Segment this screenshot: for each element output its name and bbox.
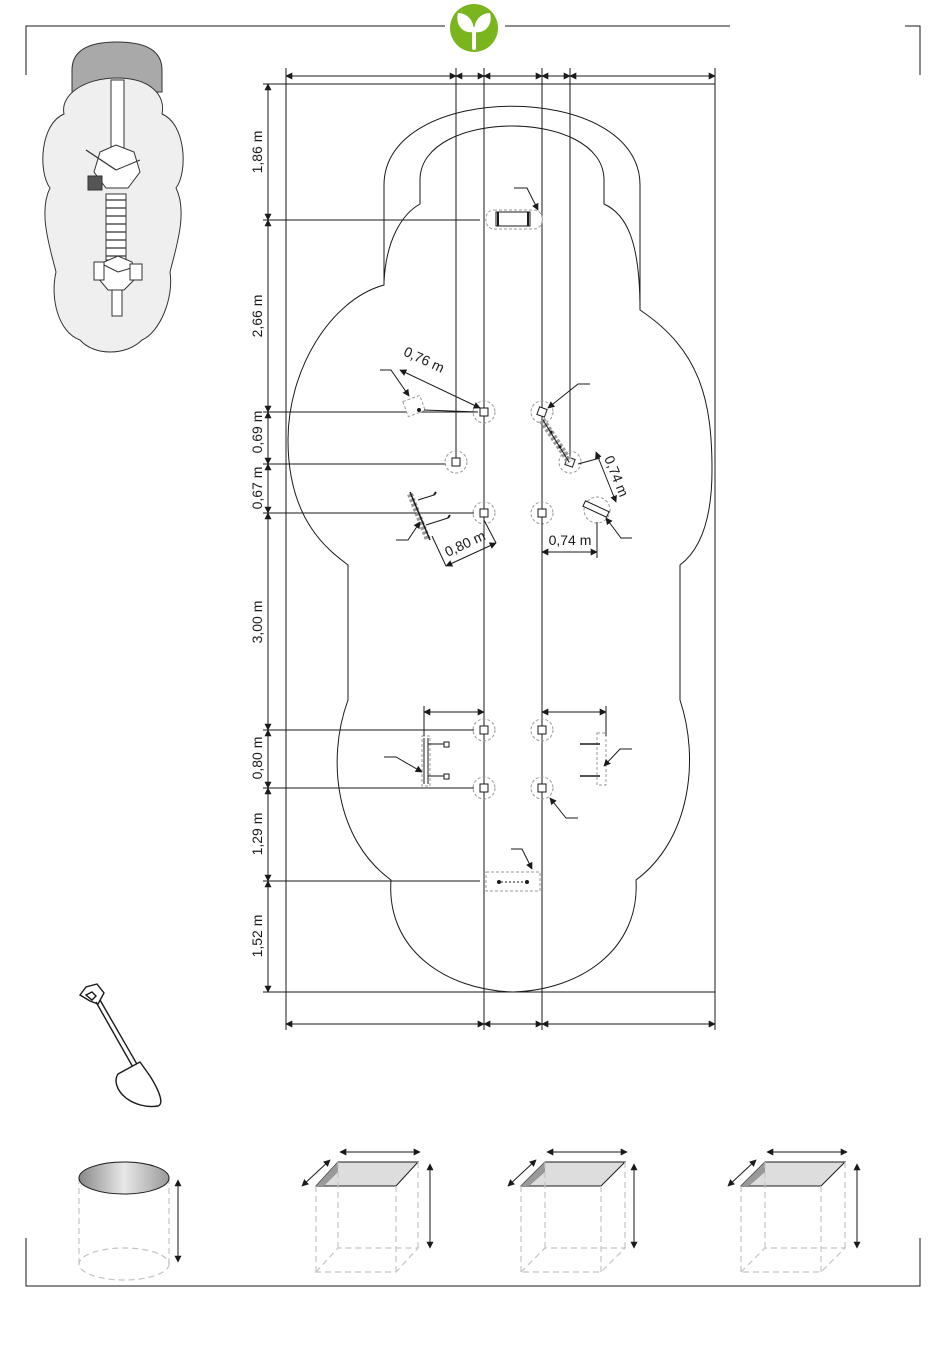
slide-exit-footing bbox=[486, 188, 542, 229]
panel-footing-upper-left bbox=[380, 370, 480, 417]
post-footings-upper bbox=[445, 401, 581, 524]
dim-label-v4: 0,67 m bbox=[249, 467, 265, 510]
dim-label-v8: 1,52 m bbox=[249, 915, 265, 958]
square-footing-icon bbox=[508, 1152, 634, 1272]
ladder-element-lower-left bbox=[384, 706, 484, 786]
climb-bar-upper-right bbox=[542, 384, 616, 502]
dim-label-angled-1: 0,76 m bbox=[401, 343, 447, 376]
cylinder-footing-icon bbox=[79, 1162, 178, 1280]
dim-label-v7: 1,29 m bbox=[249, 813, 265, 856]
dim-label-v6: 0,80 m bbox=[249, 737, 265, 780]
dim-label-angled-3: 0,80 m bbox=[442, 527, 488, 560]
dim-label-v3: 0,69 m bbox=[249, 411, 265, 454]
dim-label-v1: 1,86 m bbox=[249, 131, 265, 174]
square-footing-icon bbox=[728, 1152, 857, 1272]
square-footing-icon bbox=[302, 1152, 430, 1272]
panel-element-lower-right bbox=[542, 706, 632, 818]
brand-logo-icon bbox=[450, 4, 498, 52]
dim-label-horizontal-1: 0,74 m bbox=[549, 532, 592, 548]
safety-zone-outline bbox=[288, 106, 712, 992]
step-element-right bbox=[542, 497, 632, 558]
post-footings-lower bbox=[473, 719, 553, 799]
entry-footing bbox=[486, 849, 540, 891]
dim-label-v2: 2,66 m bbox=[249, 295, 265, 338]
dim-label-v5: 3,00 m bbox=[249, 601, 265, 644]
overview-thumbnail bbox=[43, 42, 183, 352]
shovel-icon bbox=[80, 984, 161, 1107]
